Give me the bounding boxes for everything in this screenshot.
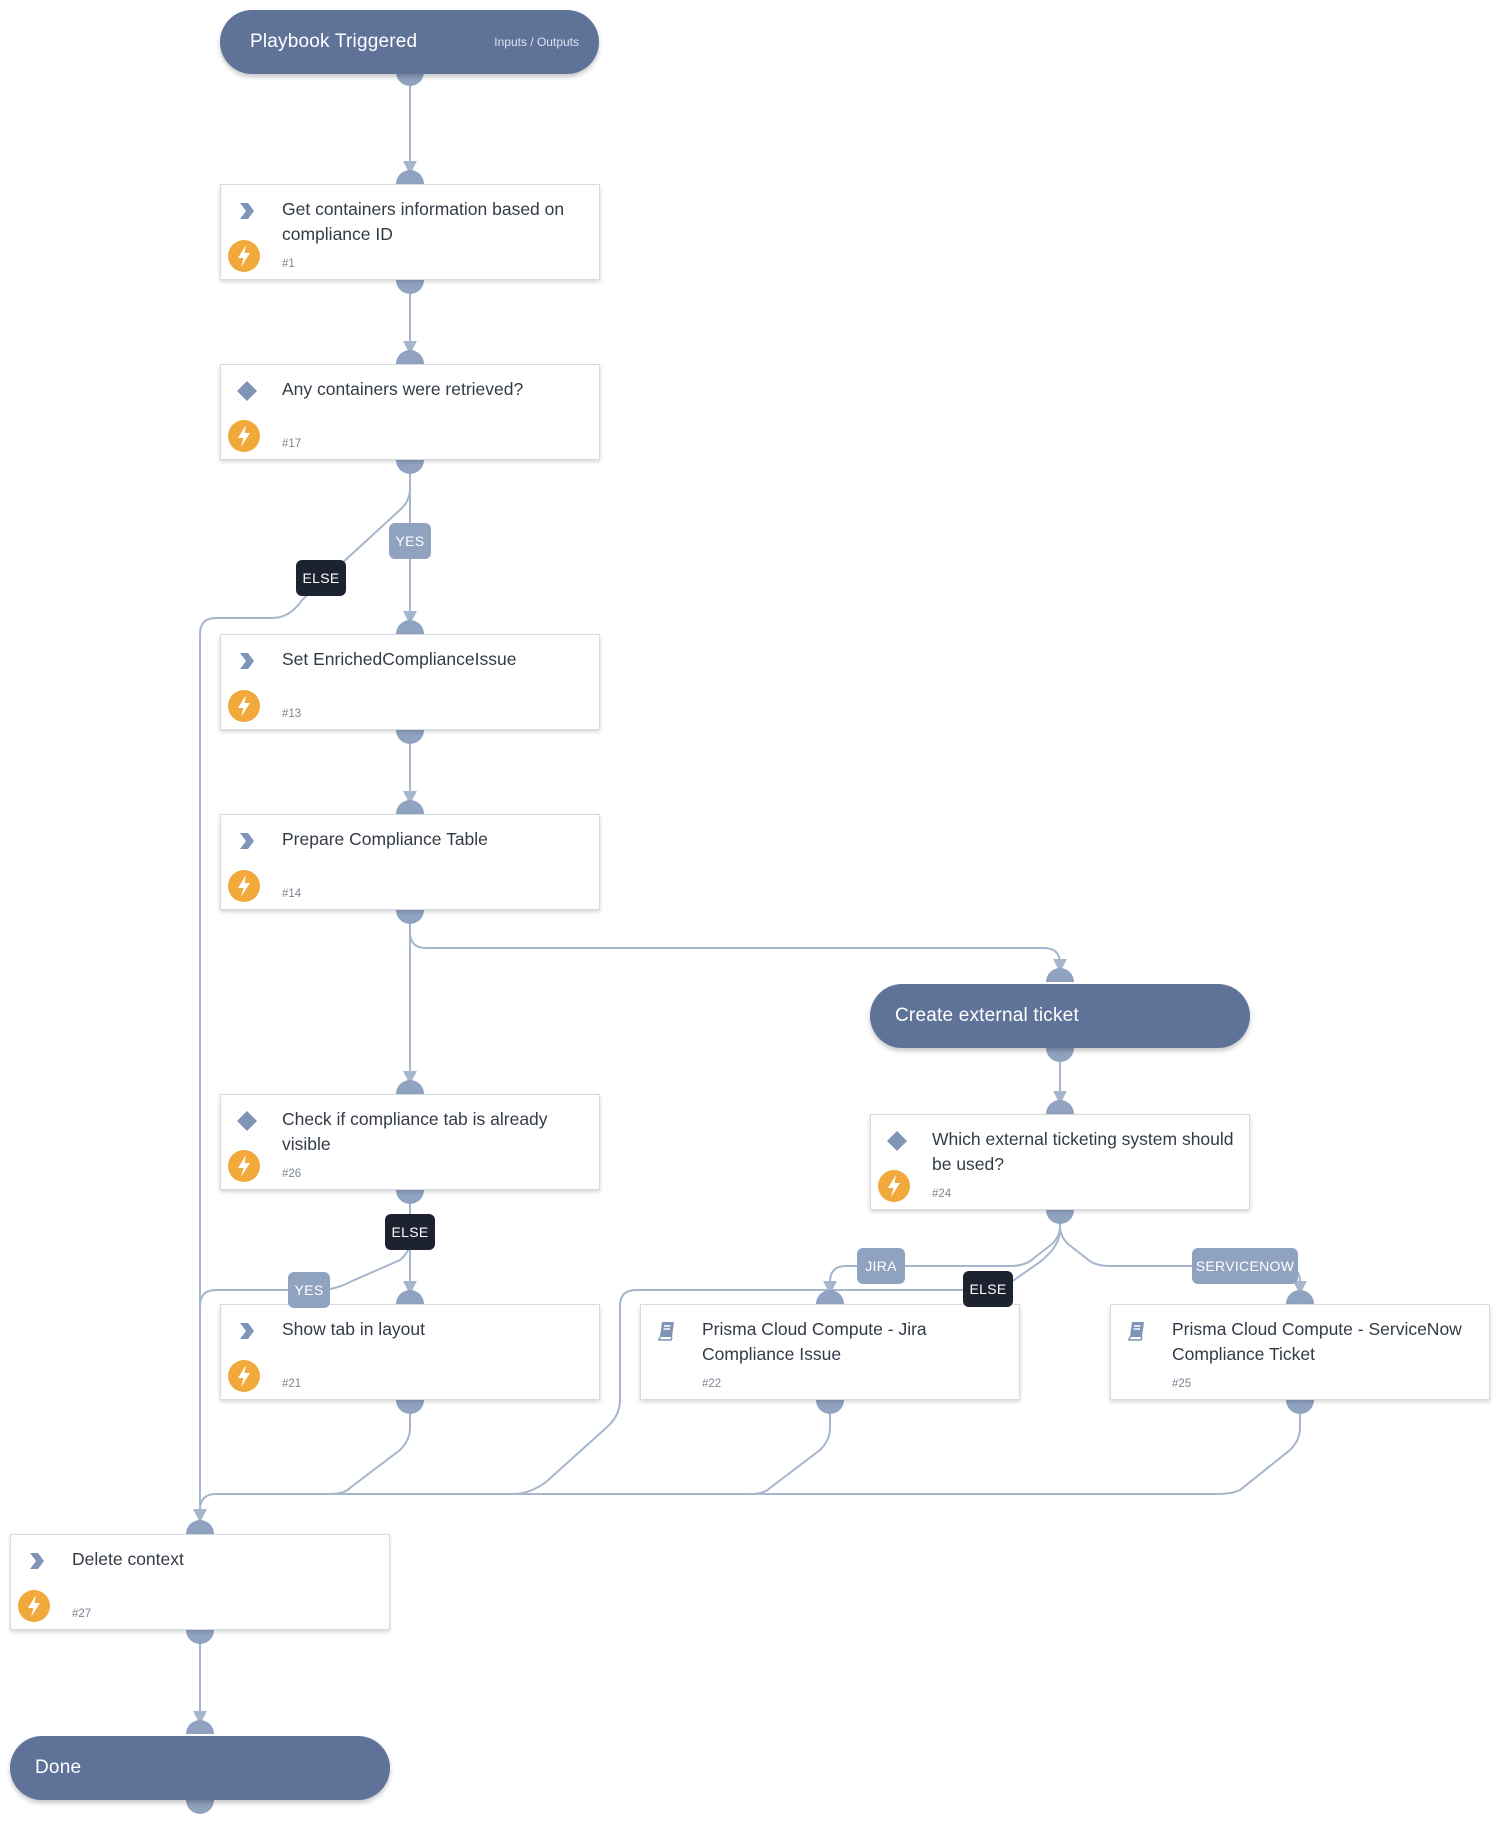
port-n21-out <box>396 1400 424 1414</box>
edge-n24-n22-jira <box>823 1212 1061 1295</box>
book-icon <box>655 1319 679 1343</box>
chevron-icon <box>235 829 259 853</box>
label-else-26[interactable]: ELSE <box>385 1214 435 1250</box>
port-n22-out <box>816 1400 844 1414</box>
lightning-icon <box>228 690 260 722</box>
task-node-14[interactable]: Prepare Compliance Table #14 <box>220 814 600 910</box>
edge-n17-n27-else <box>193 462 411 1523</box>
lightning-icon <box>228 870 260 902</box>
task-id: #21 <box>282 1378 302 1390</box>
port-n24-in <box>1046 1100 1074 1114</box>
done-node[interactable]: Done <box>10 1736 390 1800</box>
lightning-icon <box>878 1170 910 1202</box>
task-id: #27 <box>72 1608 92 1620</box>
port-section-out <box>1046 1048 1074 1062</box>
label-else-17[interactable]: ELSE <box>296 560 346 596</box>
label-else-24[interactable]: ELSE <box>963 1271 1013 1307</box>
task-id: #13 <box>282 708 302 720</box>
inputs-outputs-link[interactable]: Inputs / Outputs <box>494 35 579 49</box>
lightning-icon <box>228 1360 260 1392</box>
create-external-ticket-section[interactable]: Create external ticket <box>870 984 1250 1048</box>
task-node-27[interactable]: Delete context #27 <box>10 1534 390 1630</box>
start-title: Playbook Triggered <box>250 31 418 52</box>
port-n27-out <box>186 1630 214 1644</box>
task-id: #25 <box>1172 1378 1192 1390</box>
label-yes-26[interactable]: YES <box>288 1272 330 1308</box>
port-n17-out <box>396 460 424 474</box>
diamond-icon <box>235 379 259 403</box>
task-node-21[interactable]: Show tab in layout #21 <box>220 1304 600 1400</box>
port-n25-in <box>1286 1290 1314 1304</box>
chevron-icon <box>235 1319 259 1343</box>
port-done-out <box>186 1800 214 1814</box>
port-n14-in <box>396 800 424 814</box>
chevron-icon <box>235 199 259 223</box>
section-title: Create external ticket <box>895 1005 1079 1026</box>
edge-merge-bus <box>193 1402 1301 1523</box>
task-title: Show tab in layout <box>282 1319 426 1339</box>
condition-node-17[interactable]: Any containers were retrieved? #17 <box>220 364 600 460</box>
task-id: #22 <box>702 1378 722 1390</box>
task-id: #24 <box>932 1188 952 1200</box>
port-start-out <box>396 72 424 86</box>
task-id: #26 <box>282 1168 302 1180</box>
task-title: Prisma Cloud Compute - Jira Compliance I… <box>702 1319 927 1364</box>
task-id: #1 <box>282 258 295 270</box>
port-n14-out <box>396 910 424 924</box>
port-n26-out <box>396 1190 424 1204</box>
task-title: Any containers were retrieved? <box>282 379 524 399</box>
condition-node-26[interactable]: Check if compliance tab is already visib… <box>220 1094 600 1190</box>
port-n21-in <box>396 1290 424 1304</box>
edge-n24-n27-else <box>511 1212 1061 1495</box>
lightning-icon <box>228 1150 260 1182</box>
task-title: Check if compliance tab is already visib… <box>282 1109 548 1154</box>
port-n26-in <box>396 1080 424 1094</box>
port-n13-out <box>396 730 424 744</box>
task-id: #14 <box>282 888 302 900</box>
done-title: Done <box>35 1757 82 1778</box>
task-node-13[interactable]: Set EnrichedComplianceIssue #13 <box>220 634 600 730</box>
label-yes-17[interactable]: YES <box>389 523 431 559</box>
lightning-icon <box>228 420 260 452</box>
port-n1-in <box>396 170 424 184</box>
condition-node-24[interactable]: Which external ticketing system should b… <box>870 1114 1250 1210</box>
label-jira-24[interactable]: JIRA <box>857 1248 905 1284</box>
task-title: Which external ticketing system should b… <box>932 1129 1234 1174</box>
task-node-1[interactable]: Get containers information based on comp… <box>220 184 600 280</box>
port-n1-out <box>396 280 424 294</box>
task-title: Prisma Cloud Compute - ServiceNow Compli… <box>1172 1319 1462 1364</box>
port-n27-in <box>186 1520 214 1534</box>
label-servicenow-24[interactable]: SERVICENOW <box>1192 1248 1298 1284</box>
port-section-in <box>1046 968 1074 982</box>
edge-n21-bus <box>329 1402 411 1495</box>
lightning-icon <box>228 240 260 272</box>
chevron-icon <box>25 1549 49 1573</box>
book-icon <box>1125 1319 1149 1343</box>
edge-n22-bus <box>749 1402 831 1495</box>
diamond-icon <box>235 1109 259 1133</box>
port-n17-in <box>396 350 424 364</box>
port-n24-out <box>1046 1210 1074 1224</box>
port-n25-out <box>1286 1400 1314 1414</box>
chevron-icon <box>235 649 259 673</box>
port-n22-in <box>816 1290 844 1304</box>
task-title: Prepare Compliance Table <box>282 829 488 849</box>
playbook-node-22[interactable]: Prisma Cloud Compute - Jira Compliance I… <box>640 1304 1020 1400</box>
diamond-icon <box>885 1129 909 1153</box>
port-done-in <box>186 1720 214 1734</box>
playbook-node-25[interactable]: Prisma Cloud Compute - ServiceNow Compli… <box>1110 1304 1490 1400</box>
lightning-icon <box>18 1590 50 1622</box>
edge-n14-section <box>409 912 1067 973</box>
edge-n26-n27-yes <box>199 1192 411 1500</box>
task-title: Get containers information based on comp… <box>282 199 565 244</box>
task-title: Set EnrichedComplianceIssue <box>282 649 517 669</box>
playbook-triggered-node[interactable]: Playbook Triggered Inputs / Outputs <box>220 10 599 74</box>
task-id: #17 <box>282 438 302 450</box>
port-n13-in <box>396 620 424 634</box>
task-title: Delete context <box>72 1549 184 1569</box>
